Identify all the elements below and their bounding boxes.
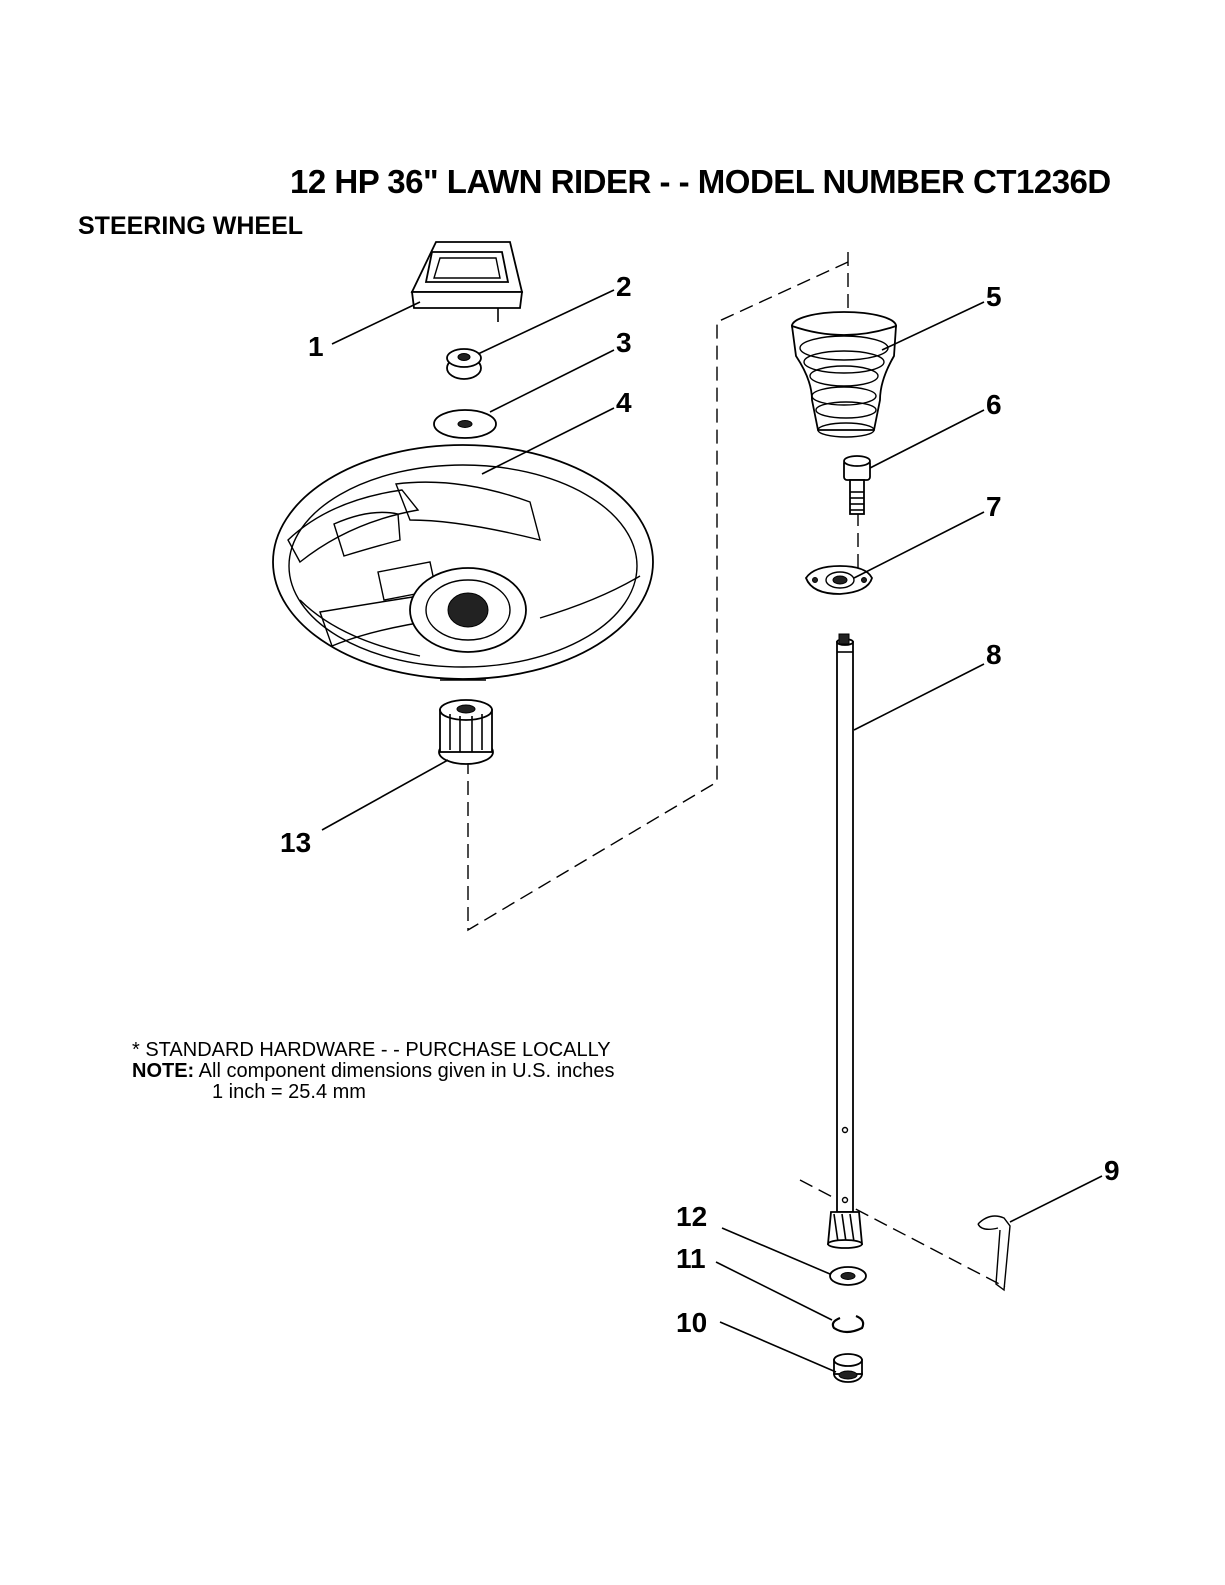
callout-6: 6 (986, 389, 1002, 420)
callout-numbers: 1 2 3 4 5 6 7 8 9 10 11 12 13 (280, 271, 1120, 1338)
part-2-nut (447, 349, 481, 379)
callout-10: 10 (676, 1307, 707, 1338)
part-9-clip (978, 1216, 1010, 1290)
part-6-bolt (844, 456, 870, 514)
part-4-steering-wheel (273, 445, 653, 680)
assembly-dash-lines (468, 252, 1005, 1287)
callout-11: 11 (676, 1243, 706, 1274)
callout-8: 8 (986, 639, 1002, 670)
part-13-adapter (439, 700, 493, 764)
part-7-flange-bearing (806, 566, 872, 594)
part-11-snap-ring (833, 1316, 863, 1332)
callout-5: 5 (986, 281, 1002, 312)
part-1-steering-cap (412, 242, 522, 322)
callout-3: 3 (616, 327, 632, 358)
part-5-housing (792, 312, 896, 437)
part-12-washer (830, 1267, 866, 1285)
callout-2: 2 (616, 271, 632, 302)
callout-4: 4 (616, 387, 632, 418)
callout-13: 13 (280, 827, 311, 858)
callout-1: 1 (308, 331, 324, 362)
part-8-steering-shaft (828, 634, 862, 1248)
part-10-nut (834, 1354, 862, 1382)
callout-7: 7 (986, 491, 1002, 522)
callout-9: 9 (1104, 1155, 1120, 1186)
part-3-washer (434, 410, 496, 438)
callout-12: 12 (676, 1201, 707, 1232)
